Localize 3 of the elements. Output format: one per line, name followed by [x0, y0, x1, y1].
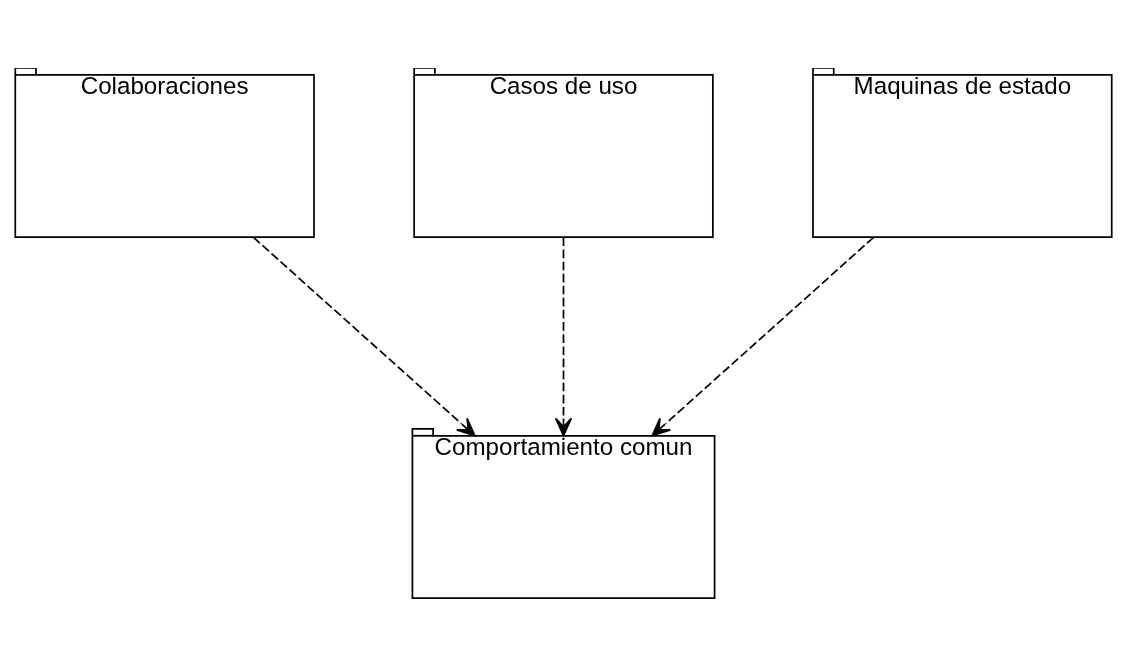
arrow — [651, 236, 875, 437]
arrow — [554, 236, 573, 437]
arrow — [252, 236, 476, 437]
